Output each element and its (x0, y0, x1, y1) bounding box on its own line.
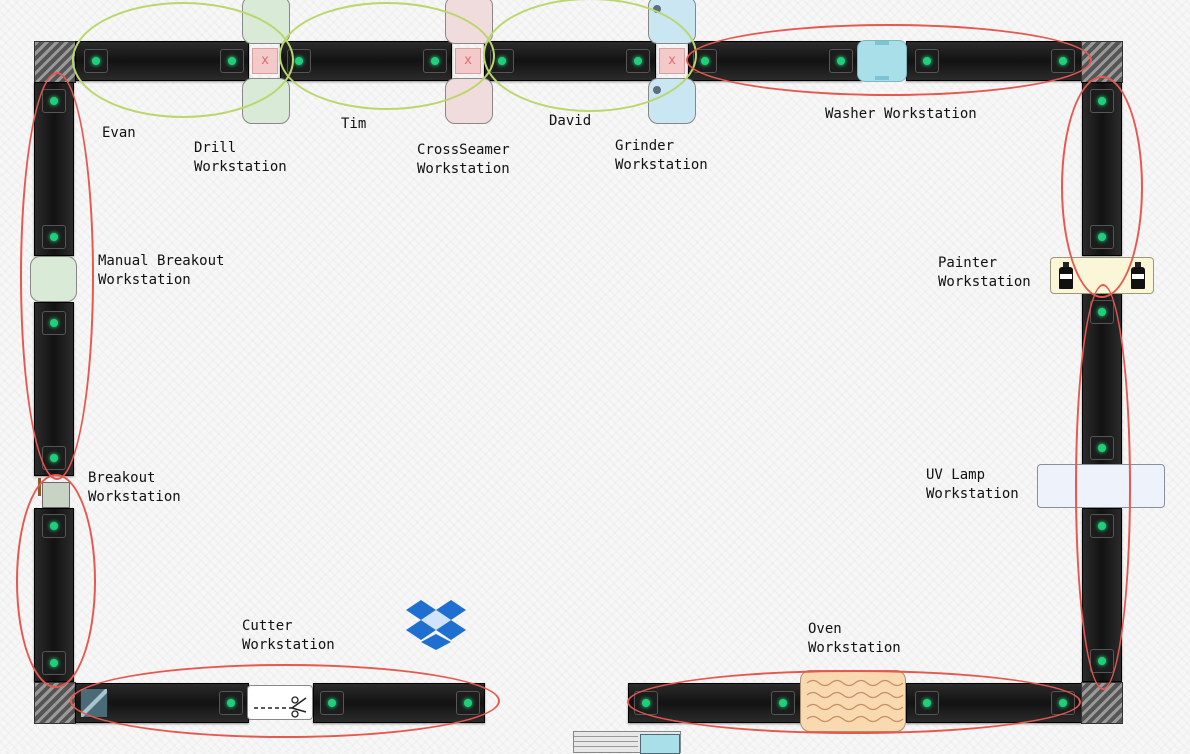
label-painter-workstation: Painter Workstation (938, 255, 1031, 290)
label-uv-lamp-workstation: UV Lamp Workstation (926, 467, 1019, 502)
label-drill-workstation: Drill Workstation (194, 140, 287, 175)
grinder-dot-top (653, 5, 661, 13)
painter-zone (1061, 76, 1143, 298)
oven-zone (627, 670, 1081, 734)
label-cutter-workstation: Cutter Workstation (242, 618, 335, 653)
label-oven-workstation: Oven Workstation (808, 621, 901, 656)
spray-can-icon (1131, 262, 1145, 289)
label-breakout-workstation: Breakout Workstation (88, 470, 181, 505)
label-grinder-workstation: Grinder Workstation (615, 138, 708, 173)
label-manual-breakout-workstation: Manual Breakout Workstation (98, 253, 225, 288)
label-washer-workstation: Washer Workstation (825, 106, 977, 122)
label-evan: Evan (102, 125, 136, 141)
manual-breakout-zone (20, 72, 94, 480)
cutter-zone (70, 664, 500, 738)
evan-zone (72, 2, 294, 118)
david-zone (483, 0, 697, 112)
washer-zone (686, 24, 1092, 96)
label-david: David (549, 113, 592, 129)
spray-can-icon (1059, 262, 1073, 289)
label-crossseamer-workstation: CrossSeamer Workstation (417, 142, 510, 177)
bottom-tray[interactable] (573, 731, 681, 754)
dropbox-icon[interactable] (406, 598, 466, 650)
breakout-zone (16, 474, 96, 688)
corner-bottom-left (34, 682, 76, 724)
tim-zone (279, 2, 495, 110)
label-tim: Tim (341, 116, 367, 132)
corner-top-left (34, 41, 76, 83)
uv-lamp-zone (1075, 284, 1131, 690)
